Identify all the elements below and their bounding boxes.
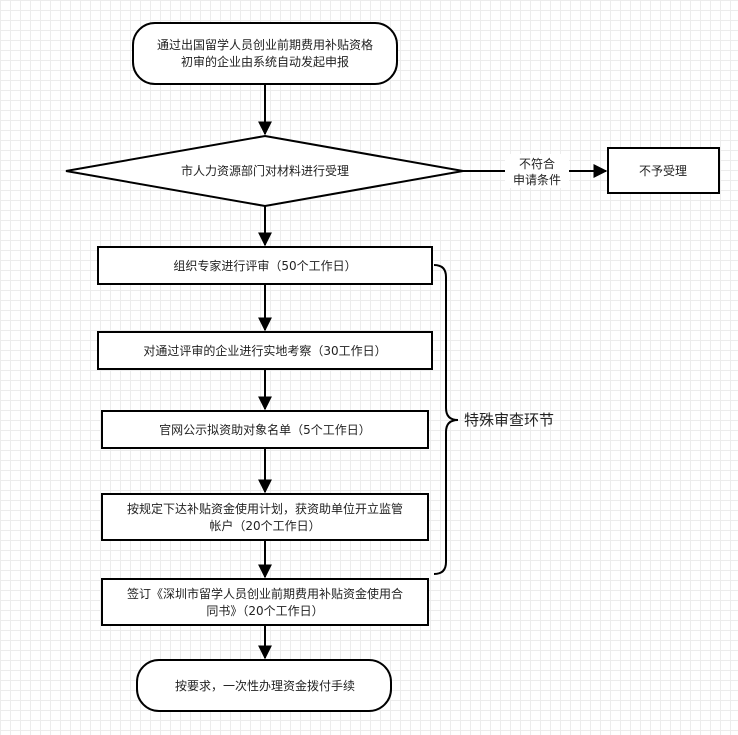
funding-plan-line2: 帐户（20个工作日） — [209, 518, 320, 533]
publicity-node: 官网公示拟资助对象名单（5个工作日） — [101, 410, 429, 449]
start-node-line2: 初审的企业由系统自动发起申报 — [181, 54, 349, 69]
funding-plan-line1: 按规定下达补贴资金使用计划，获资助单位开立监管 — [127, 501, 403, 516]
start-node: 通过出国留学人员创业前期费用补贴资格 初审的企业由系统自动发起申报 — [132, 22, 398, 85]
start-node-line1: 通过出国留学人员创业前期费用补贴资格 — [157, 37, 373, 52]
contract-line1: 签订《深圳市留学人员创业前期费用补贴资金使用合 — [127, 586, 403, 601]
review-decision-node: 市人力资源部门对材料进行受理 — [65, 134, 464, 208]
site-inspection-node: 对通过评审的企业进行实地考察（30工作日） — [97, 331, 433, 370]
review-decision-label: 市人力资源部门对材料进行受理 — [181, 163, 349, 178]
reject-condition-label-line1: 不符合 — [519, 156, 555, 171]
contract-node: 签订《深圳市留学人员创业前期费用补贴资金使用合 同书》（20个工作日） — [101, 578, 429, 626]
site-inspection-label: 对通过评审的企业进行实地考察（30工作日） — [143, 343, 386, 358]
special-review-label: 特殊审查环节 — [464, 411, 554, 429]
special-review-bracket — [433, 264, 459, 575]
edge-label-background — [505, 154, 569, 188]
payment-node: 按要求，一次性办理资金拨付手续 — [136, 659, 392, 712]
funding-plan-node: 按规定下达补贴资金使用计划，获资助单位开立监管 帐户（20个工作日） — [101, 493, 429, 541]
payment-label: 按要求，一次性办理资金拨付手续 — [175, 678, 355, 693]
reject-condition-label-line2: 申请条件 — [513, 173, 561, 187]
publicity-label: 官网公示拟资助对象名单（5个工作日） — [159, 422, 371, 437]
reject-node: 不予受理 — [607, 147, 720, 194]
reject-label: 不予受理 — [639, 164, 687, 178]
expert-review-label: 组织专家进行评审（50个工作日） — [173, 258, 356, 273]
expert-review-node: 组织专家进行评审（50个工作日） — [97, 246, 433, 285]
contract-line2: 同书》（20个工作日） — [206, 604, 323, 618]
